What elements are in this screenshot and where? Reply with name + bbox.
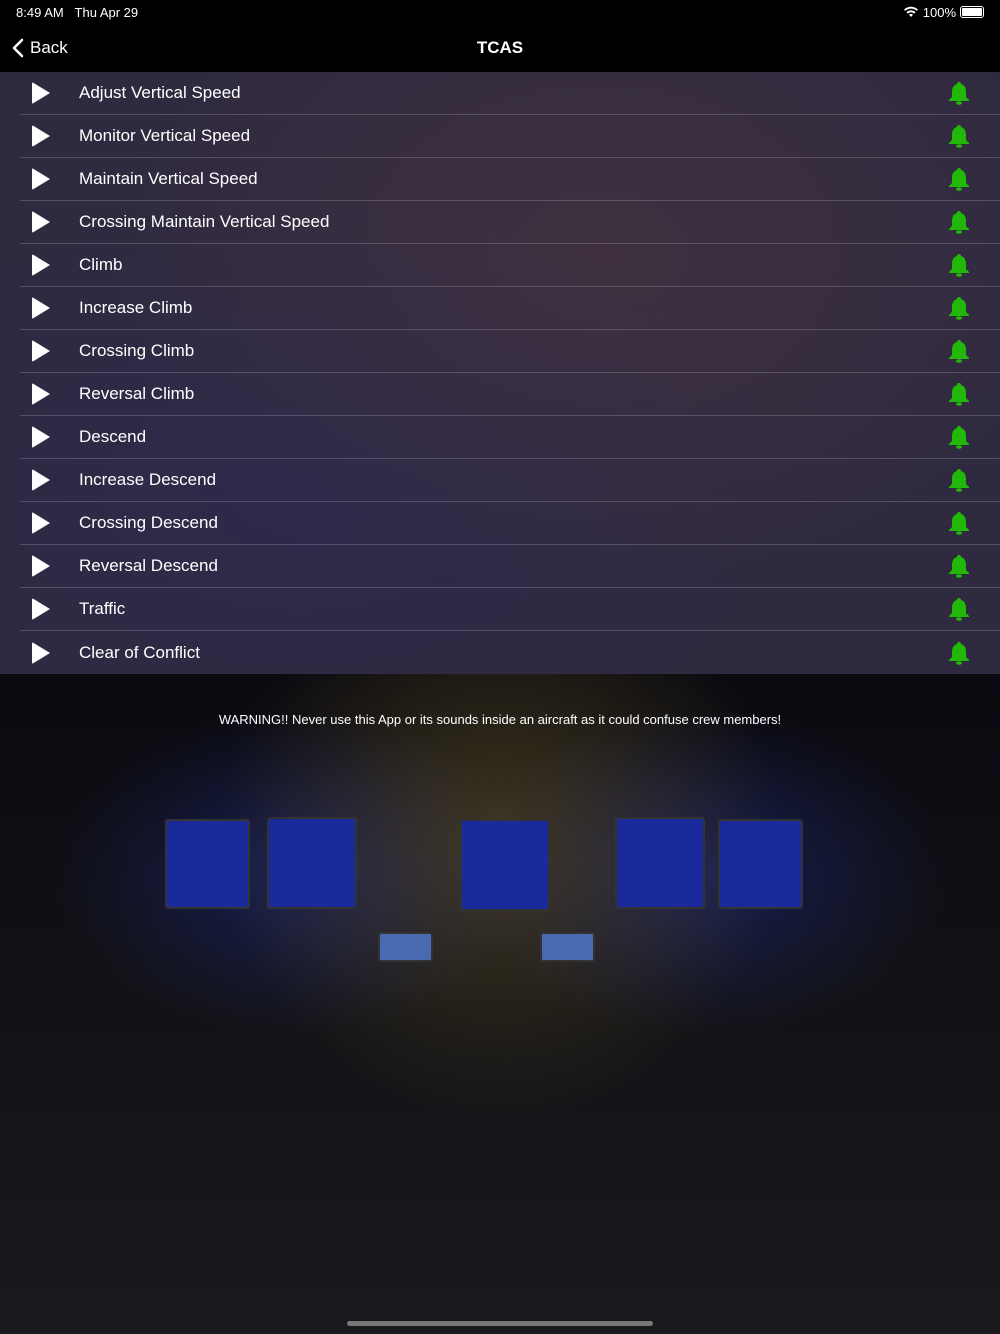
play-icon[interactable] [32,125,50,147]
item-label: Descend [79,427,147,446]
warning-text: WARNING!! Never use this App or its soun… [218,712,782,727]
bell-icon[interactable] [948,167,970,191]
play-icon[interactable] [32,512,50,534]
bell-icon[interactable] [948,468,970,492]
home-indicator[interactable] [347,1321,653,1326]
item-label: Increase Climb [79,298,193,317]
bell-icon[interactable] [948,554,970,578]
list-item[interactable]: Adjust Vertical Speed [20,72,1000,115]
list-item[interactable]: Climb [20,244,1000,287]
cockpit-display [165,819,250,909]
play-icon[interactable] [32,469,50,491]
play-icon[interactable] [32,426,50,448]
item-label: Crossing Maintain Vertical Speed [79,212,330,231]
list-item[interactable]: Clear of Conflict [20,631,1000,674]
list-item[interactable]: Maintain Vertical Speed [20,158,1000,201]
item-label: Monitor Vertical Speed [79,126,251,145]
bell-icon[interactable] [948,296,970,320]
cockpit-display [615,817,705,909]
battery-percent: 100% [922,4,956,20]
wifi-icon [903,6,918,17]
play-icon[interactable] [32,340,50,362]
item-label: Climb [79,255,123,274]
play-icon[interactable] [32,383,50,405]
cockpit-display [460,819,550,911]
bell-icon[interactable] [948,382,970,406]
bell-icon[interactable] [948,124,970,148]
play-icon[interactable] [32,211,50,233]
play-icon[interactable] [32,254,50,276]
cockpit-background-image [0,674,1000,1334]
item-label: Clear of Conflict [79,642,200,662]
play-icon[interactable] [32,82,50,104]
back-button[interactable]: Back [0,38,68,58]
cockpit-display [540,932,595,962]
cockpit-display [378,932,433,962]
bell-icon[interactable] [948,253,970,277]
item-label: Maintain Vertical Speed [79,169,258,188]
list-item[interactable]: Monitor Vertical Speed [20,115,1000,158]
play-icon[interactable] [32,555,50,577]
bell-icon[interactable] [948,210,970,234]
list-item[interactable]: Reversal Descend [20,545,1000,588]
play-icon[interactable] [32,297,50,319]
battery-icon [960,6,984,18]
sound-list: Adjust Vertical Speed Monitor Vertical S… [0,72,1000,674]
bell-icon[interactable] [948,425,970,449]
chevron-left-icon [12,38,24,58]
item-label: Traffic [79,599,126,618]
cockpit-display [718,819,803,909]
status-bar: 8:49 AM Thu Apr 29 100% [0,0,1000,24]
play-icon[interactable] [32,598,50,620]
bell-icon[interactable] [948,81,970,105]
list-item[interactable]: Crossing Maintain Vertical Speed [20,201,1000,244]
list-item[interactable]: Increase Descend [20,459,1000,502]
status-time: 8:49 AM [16,4,64,20]
page-title: TCAS [476,38,524,57]
item-label: Reversal Descend [79,556,218,575]
list-item[interactable]: Descend [20,416,1000,459]
item-label: Reversal Climb [79,384,195,403]
status-date: Thu Apr 29 [74,4,139,20]
item-label: Crossing Descend [79,513,218,532]
list-item[interactable]: Increase Climb [20,287,1000,330]
play-icon[interactable] [32,641,50,664]
navigation-bar: Back TCAS [0,24,1000,72]
back-label: Back [30,38,68,57]
item-label: Adjust Vertical Speed [79,83,241,102]
item-label: Crossing Climb [79,341,195,360]
list-item[interactable]: Traffic [20,588,1000,631]
bell-icon[interactable] [948,339,970,363]
item-label: Increase Descend [79,470,217,489]
bell-icon[interactable] [948,511,970,535]
list-item[interactable]: Crossing Climb [20,330,1000,373]
cockpit-display [267,817,357,909]
play-icon[interactable] [32,168,50,190]
bell-icon[interactable] [948,597,970,621]
list-item[interactable]: Reversal Climb [20,373,1000,416]
list-item[interactable]: Crossing Descend [20,502,1000,545]
bell-icon[interactable] [948,641,970,665]
